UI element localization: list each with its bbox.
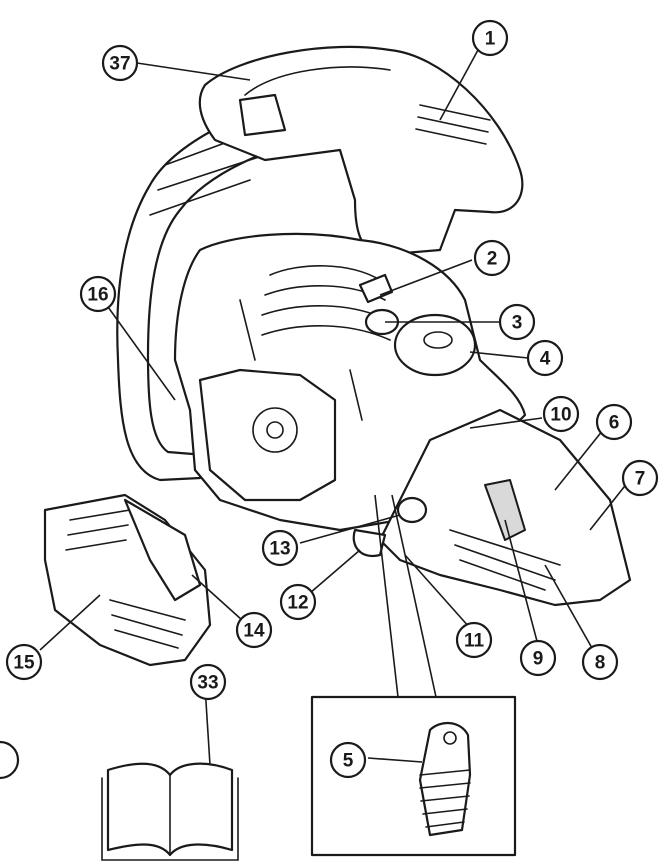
callout-label: 3 bbox=[512, 313, 523, 334]
callout-12: 12 bbox=[279, 583, 317, 621]
manual-book-icon bbox=[101, 762, 239, 861]
callout-label: 15 bbox=[13, 653, 35, 674]
callout-label: 11 bbox=[464, 631, 485, 652]
callout-5: 5 bbox=[329, 741, 367, 779]
callout-circle bbox=[473, 239, 511, 277]
callout-circle bbox=[101, 44, 139, 82]
callout-7: 7 bbox=[621, 459, 659, 497]
callout-8: 8 bbox=[581, 643, 619, 681]
callout-label: 8 bbox=[595, 653, 606, 674]
callout-circle bbox=[621, 459, 659, 497]
callout-label: 5 bbox=[343, 751, 354, 772]
callout-circle bbox=[279, 583, 317, 621]
callout-circle bbox=[79, 275, 117, 313]
cropped-callout-circle bbox=[0, 740, 20, 780]
callout-circle bbox=[595, 403, 633, 441]
callout-label: 13 bbox=[269, 539, 290, 560]
callout-label: 10 bbox=[550, 405, 571, 426]
leader-lines bbox=[39, 49, 629, 766]
callout-circle bbox=[581, 643, 619, 681]
callout-label: 16 bbox=[87, 285, 108, 306]
callout-circle bbox=[526, 339, 564, 377]
callout-circle bbox=[455, 621, 493, 659]
callout-3: 3 bbox=[498, 303, 536, 341]
callout-circle bbox=[498, 303, 536, 341]
callout-circle bbox=[5, 643, 43, 681]
callout-label: 9 bbox=[533, 649, 544, 670]
callout-6: 6 bbox=[595, 403, 633, 441]
callout-16: 16 bbox=[79, 275, 117, 313]
callout-10: 10 bbox=[542, 395, 580, 433]
callout-label: 7 bbox=[635, 469, 646, 490]
callout-2: 2 bbox=[473, 239, 511, 277]
callout-1: 1 bbox=[471, 19, 509, 57]
callout-circle bbox=[235, 611, 273, 649]
top-cover bbox=[198, 45, 524, 257]
callout-label: 33 bbox=[197, 673, 218, 694]
callout-label: 6 bbox=[609, 413, 620, 434]
callout-11: 11 bbox=[455, 621, 493, 659]
callout-15: 15 bbox=[5, 643, 43, 681]
callout-label: 37 bbox=[109, 54, 130, 75]
callout-circle bbox=[542, 395, 580, 433]
callout-circle bbox=[471, 19, 509, 57]
callout-label: 12 bbox=[287, 593, 308, 614]
sprocket-cover bbox=[43, 493, 212, 667]
callout-circle bbox=[261, 529, 299, 567]
callout-label: 14 bbox=[243, 621, 265, 642]
callout-13: 13 bbox=[261, 529, 299, 567]
callout-label: 1 bbox=[485, 29, 496, 50]
callout-circle bbox=[189, 663, 227, 701]
callout-33: 33 bbox=[189, 663, 227, 701]
callout-37: 37 bbox=[101, 44, 139, 82]
rear-handle bbox=[352, 408, 632, 607]
callout-label: 2 bbox=[487, 249, 498, 270]
callout-9: 9 bbox=[519, 639, 557, 677]
callout-circle bbox=[519, 639, 557, 677]
callout-14: 14 bbox=[235, 611, 273, 649]
callout-4: 4 bbox=[526, 339, 564, 377]
callout-label: 4 bbox=[540, 349, 551, 370]
callout-circle bbox=[329, 741, 367, 779]
